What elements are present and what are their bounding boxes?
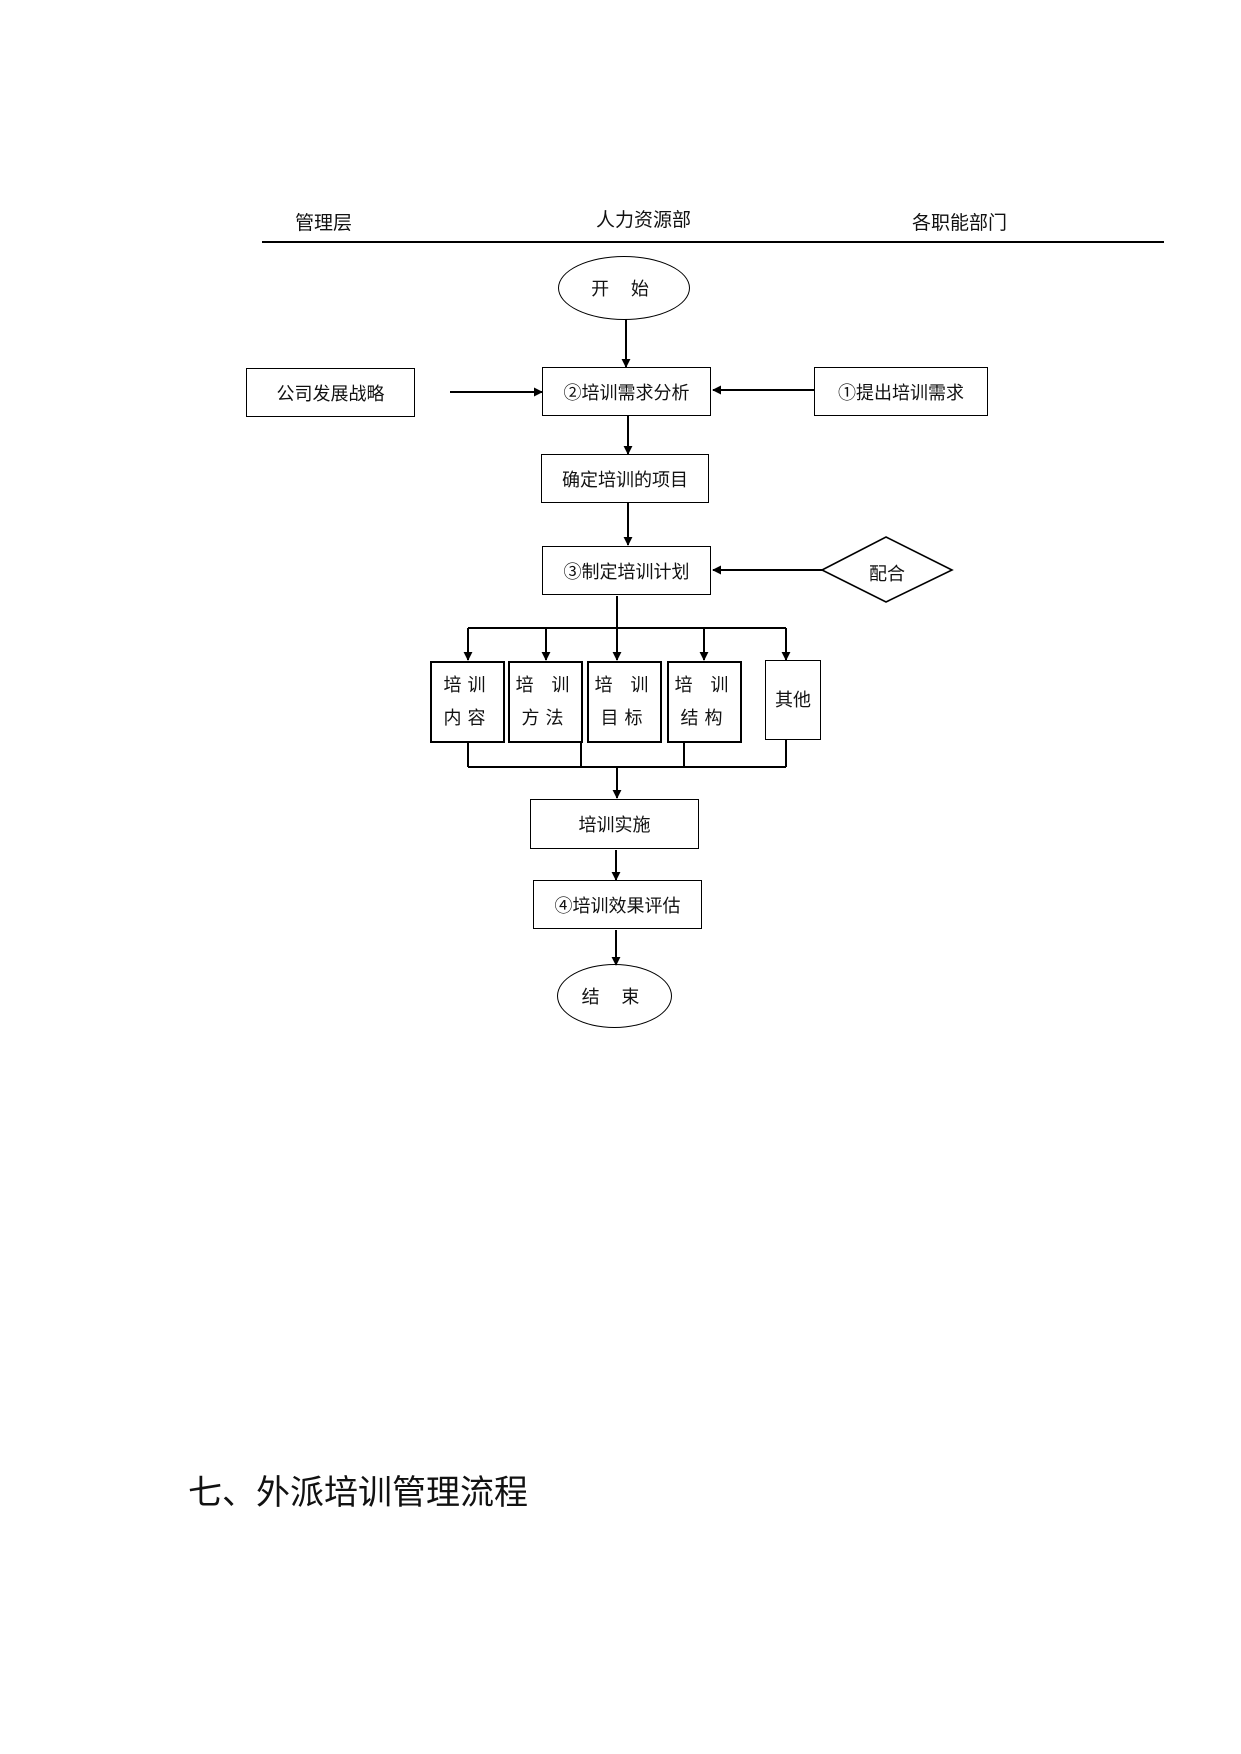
goal-box: 培 训目标 <box>587 661 662 743</box>
make-plan-box: ③制定培训计划 <box>542 546 711 595</box>
lane-label-hr: 人力资源部 <box>596 209 692 231</box>
needs-analysis-box: ②培训需求分析 <box>542 367 711 416</box>
lane-divider <box>262 241 1164 243</box>
section-heading: 七、外派培训管理流程 <box>188 1473 528 1513</box>
content-box: 培训内容 <box>430 661 505 743</box>
propose-needs-box: ①提出培训需求 <box>814 367 988 416</box>
method-box: 培 训方法 <box>508 661 583 743</box>
structure-box: 培 训结构 <box>667 661 742 743</box>
other-box: 其他 <box>765 660 821 740</box>
start-node: 开 始 <box>558 256 690 320</box>
determine-items-box: 确定培训的项目 <box>541 454 709 503</box>
evaluate-box: ④培训效果评估 <box>533 880 702 929</box>
cooperate-label: 配合 <box>869 564 905 585</box>
lane-label-management: 管理层 <box>295 212 353 234</box>
end-node: 结 束 <box>557 964 672 1028</box>
lane-label-departments: 各职能部门 <box>912 212 1008 234</box>
cooperate-diamond <box>820 536 954 603</box>
strategy-box: 公司发展战略 <box>246 368 415 417</box>
implement-box: 培训实施 <box>530 799 699 849</box>
